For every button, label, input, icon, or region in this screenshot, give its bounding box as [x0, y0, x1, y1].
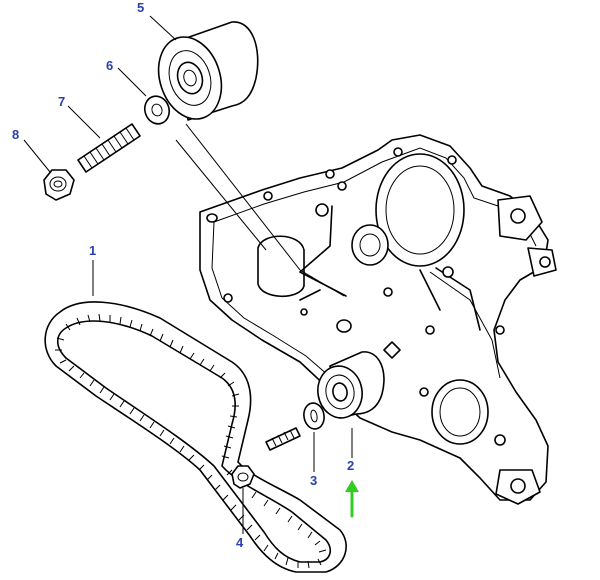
callout-8: 8	[12, 127, 19, 142]
callout-2: 2	[347, 458, 354, 473]
threaded-stud	[77, 123, 141, 173]
timing-belt	[44, 301, 347, 573]
tensioner-stud	[265, 427, 301, 451]
idler-pulley	[157, 21, 259, 121]
callout-7: 7	[58, 94, 65, 109]
washer	[143, 95, 171, 125]
callout-6: 6	[106, 58, 113, 73]
eccentric-washer	[303, 402, 325, 430]
cover-bolt-holes	[206, 147, 506, 446]
callout-5: 5	[137, 0, 144, 15]
callout-3: 3	[310, 473, 317, 488]
up-arrow-icon	[345, 480, 359, 518]
callout-4: 4	[236, 535, 244, 550]
callout-1: 1	[89, 243, 96, 258]
flange-nut	[43, 169, 75, 201]
assembly-guide-lines	[175, 123, 345, 297]
callout-leaders	[23, 15, 353, 534]
small-nut	[231, 465, 255, 489]
callout-labels: 1 2 3 4 5 6 7 8	[12, 0, 354, 550]
tensioner-pulley	[317, 351, 385, 419]
timing-cover-housing	[199, 134, 557, 505]
